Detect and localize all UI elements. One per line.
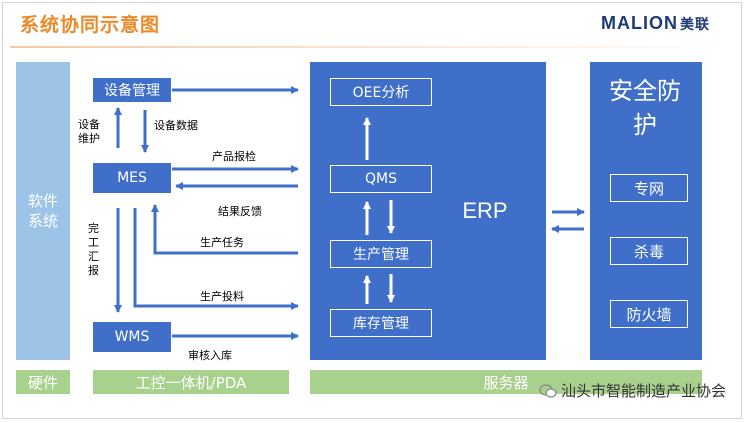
label-equipment-data: 设备数据 [154,119,198,132]
label-production-task: 生产任务 [200,236,244,249]
software-system-layer: 软件系统 [16,62,70,360]
security-title: 安全防护 [609,77,681,139]
inventory-management-box: 库存管理 [330,309,432,337]
label-material-issue: 生产投料 [200,290,244,303]
private-network-box: 专网 [610,174,688,202]
hardware-layer: 硬件 [16,370,70,394]
antivirus-box: 杀毒 [610,237,688,265]
equipment-management-box: 设备管理 [93,78,171,102]
software-system-label: 软件系统 [27,192,58,230]
label-completion-report: 完工汇报 [88,222,99,277]
logo-cn: 美联 [680,17,710,33]
server-layer: 服务器 [310,370,702,394]
title-underline [10,46,736,48]
label-product-inspection: 产品报检 [212,150,256,163]
watermark: 汕头市智能制造产业协会 [539,380,726,401]
page-title: 系统协同示意图 [20,14,161,36]
firewall-box: 防火墙 [610,300,688,328]
erp-label: ERP [462,198,508,223]
label-result-feedback: 结果反馈 [218,205,262,218]
slide-frame [2,2,742,419]
watermark-text: 汕头市智能制造产业协会 [560,382,726,400]
wechat-icon [539,383,557,398]
oee-analysis-box: OEE分析 [330,78,432,106]
logo-en: MALION [601,13,678,33]
production-management-box: 生产管理 [330,240,432,268]
label-equipment-maintenance: 设备维护 [78,118,100,145]
material-issue-arrow [133,208,299,310]
qms-box: QMS [330,165,432,193]
ipc-pda-layer: 工控一体机/PDA [93,370,289,394]
mes-box: MES [93,163,171,193]
wms-box: WMS [93,322,171,352]
label-review-storage: 审核入库 [188,349,232,362]
production-task-arrow [151,204,298,255]
